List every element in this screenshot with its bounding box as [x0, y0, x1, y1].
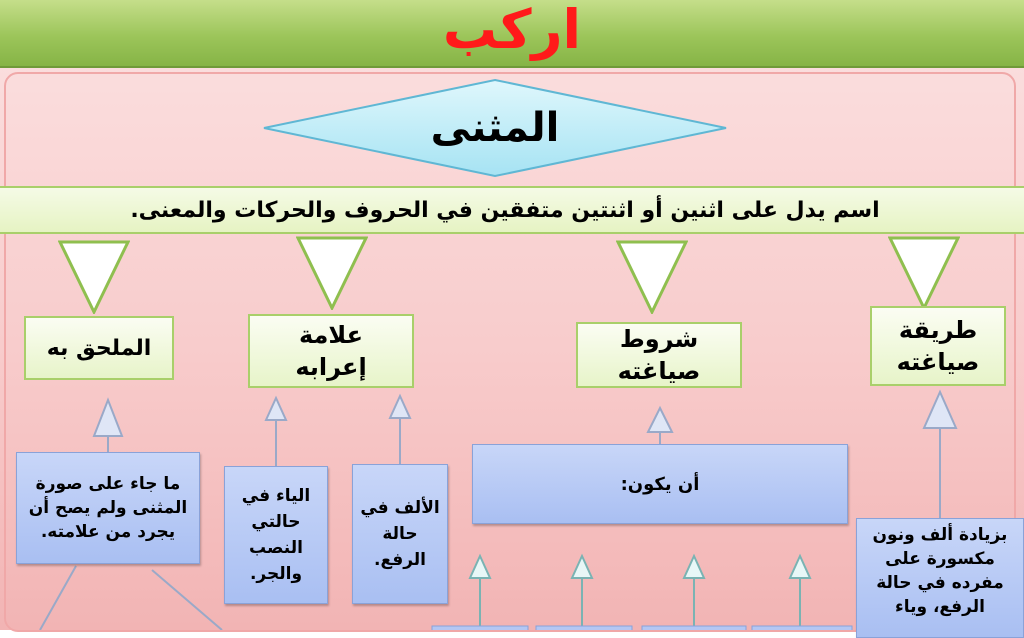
category-attached-label: الملحق به	[46, 335, 152, 361]
down-triangle-formation	[888, 236, 960, 310]
diamond-shape	[263, 78, 727, 178]
topic-title: المثنى	[430, 105, 560, 151]
category-conditions-label: شروط صياغته	[617, 325, 701, 385]
category-sign-label: علامة إعرابه	[295, 321, 367, 381]
up-arrow-yaa	[264, 395, 288, 421]
up-arrow-condition-3	[682, 553, 706, 579]
header-banner: اركب	[0, 0, 1024, 68]
detail-alif-text: الألف في حالة الرفع.	[360, 498, 440, 570]
category-formation: طريقة صياغته	[870, 306, 1006, 386]
up-arrow-formation	[922, 389, 958, 429]
category-sign: علامة إعرابه	[248, 314, 414, 388]
detail-yaa: الياء في حالتي النصب والجر.	[224, 466, 328, 604]
condition-box-1	[431, 625, 529, 630]
detail-attached: ما جاء على صورة المثنى ولم يصح أن يجرد م…	[16, 452, 200, 564]
definition-banner: اسم يدل على اثنين أو اثنتين متفقين في ال…	[0, 186, 1024, 234]
detail-attached-text: ما جاء على صورة المثنى ولم يصح أن يجرد م…	[28, 474, 188, 542]
up-arrow-condition-2	[570, 553, 594, 579]
detail-alif: الألف في حالة الرفع.	[352, 464, 448, 604]
up-arrow-conditions	[646, 405, 674, 433]
condition-box-3	[641, 625, 747, 630]
down-triangle-conditions	[616, 240, 688, 314]
category-formation-label: طريقة صياغته	[896, 316, 980, 376]
detail-formation-text: بزيادة ألف ونون مكسورة على مفرده في حالة…	[872, 525, 1008, 617]
detail-conditions-text: أن يكون:	[620, 473, 700, 495]
detail-yaa-text: الياء في حالتي النصب والجر.	[241, 486, 311, 584]
down-triangle-sign	[296, 236, 368, 310]
lesson-title: اركب	[442, 0, 582, 61]
up-arrow-alif	[388, 393, 412, 419]
condition-box-4	[751, 625, 853, 630]
definition-text: اسم يدل على اثنين أو اثنتين متفقين في ال…	[130, 198, 880, 223]
detail-conditions: أن يكون:	[472, 444, 848, 524]
down-triangle-attached	[58, 240, 130, 314]
condition-box-2	[535, 625, 633, 630]
up-arrow-condition-1	[468, 553, 492, 579]
detail-formation: بزيادة ألف ونون مكسورة على مفرده في حالة…	[856, 518, 1024, 638]
up-arrow-condition-4	[788, 553, 812, 579]
category-conditions: شروط صياغته	[576, 322, 742, 388]
topic-diamond: المثنى	[262, 78, 728, 178]
category-attached: الملحق به	[24, 316, 174, 380]
up-arrow-attached	[92, 397, 124, 437]
